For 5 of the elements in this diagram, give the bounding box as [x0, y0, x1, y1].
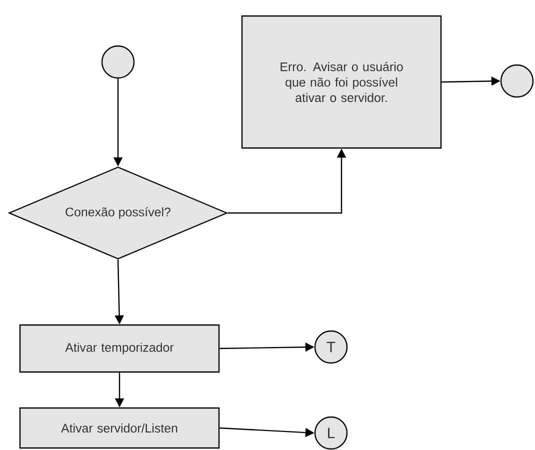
process-box: Ativar temporizador: [19, 324, 220, 373]
process-box: Erro. Avisar o usuário que não foi possível ativar o servidor.: [241, 15, 442, 149]
connector-circle: [500, 64, 534, 98]
connector-circle: [101, 45, 135, 79]
process-box: Ativar servidor/Listen: [19, 407, 220, 449]
